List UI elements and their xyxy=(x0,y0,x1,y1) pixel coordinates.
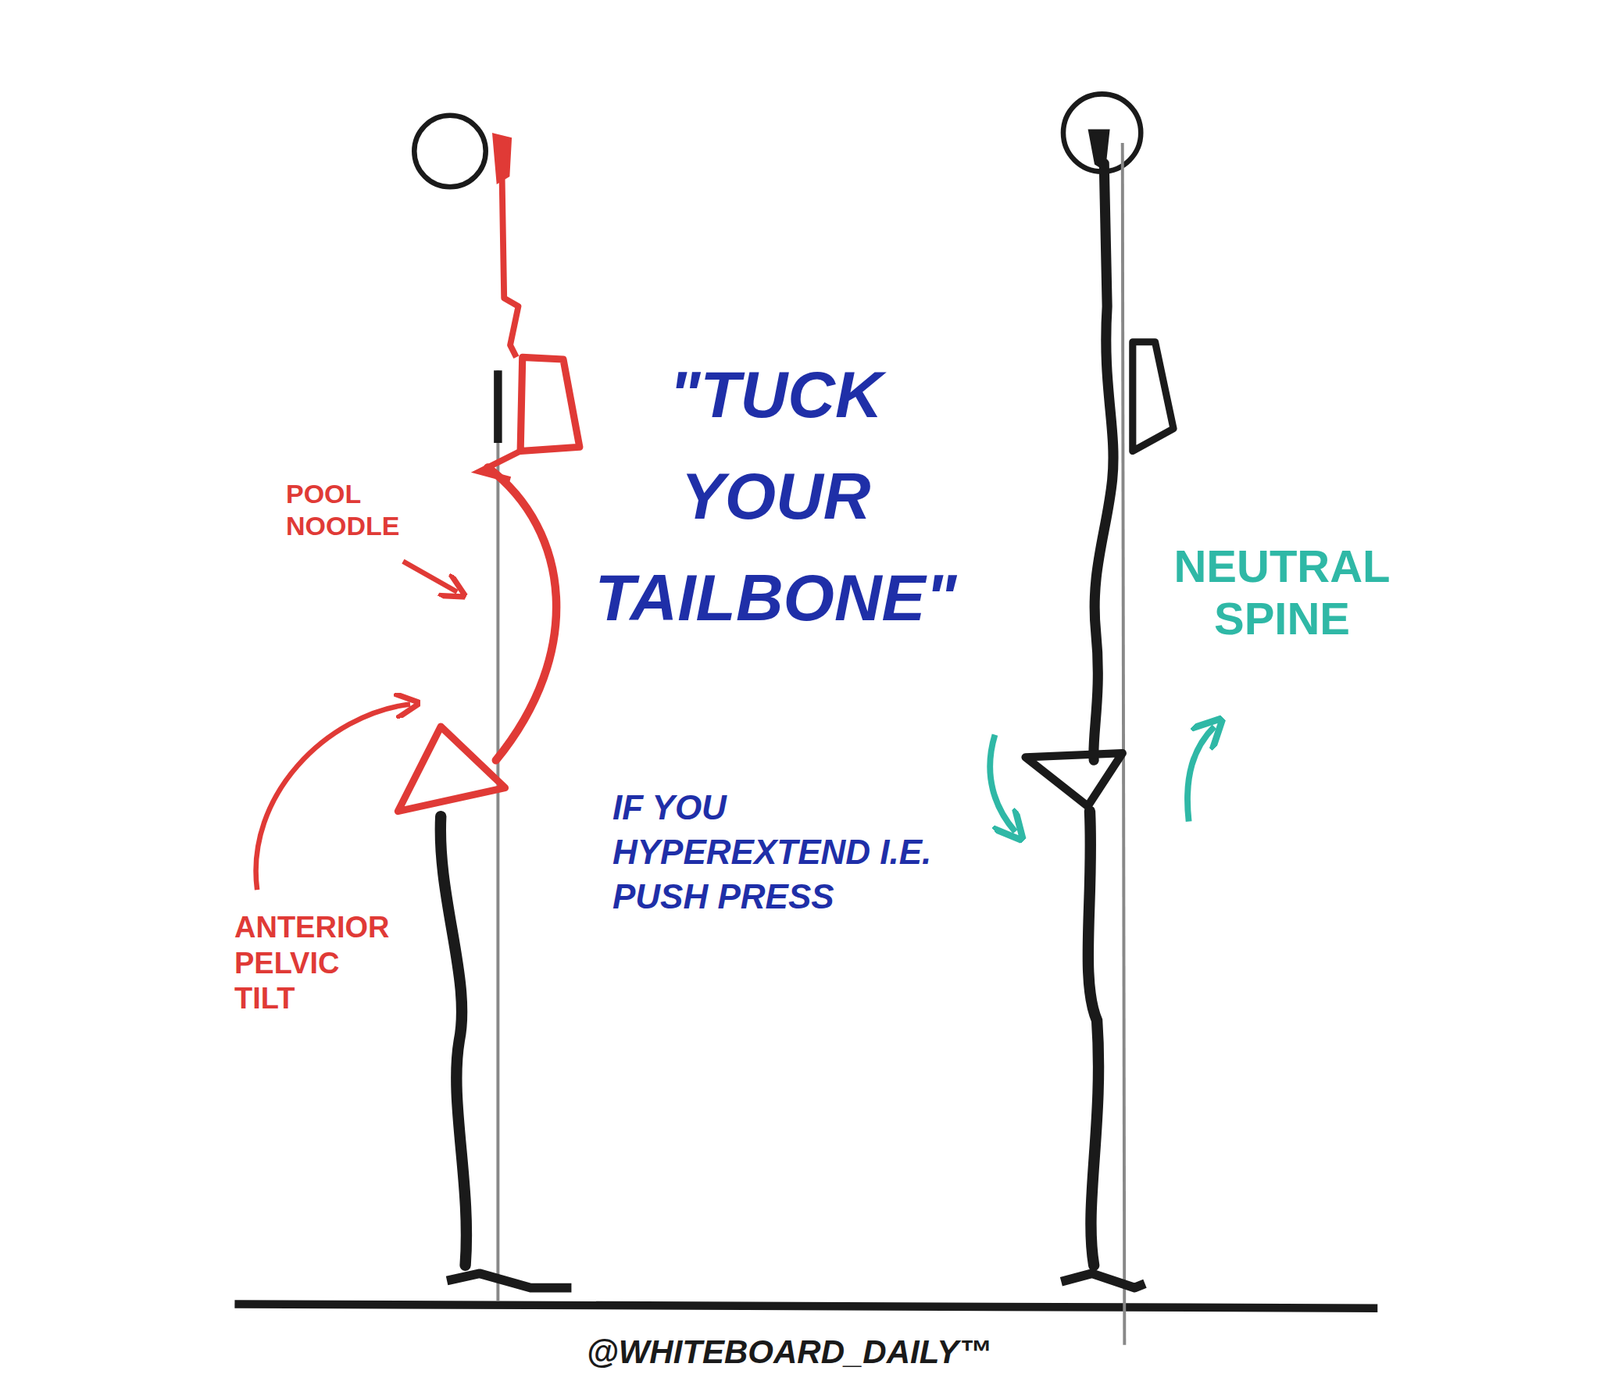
right-figure xyxy=(1025,93,1174,1345)
left-figure xyxy=(397,115,579,1302)
tuck-arrow xyxy=(989,735,1015,833)
title-text: "TUCK YOUR TAILBONE" xyxy=(580,343,972,650)
callout-label: NEUTRAL SPINE xyxy=(1153,540,1411,645)
ground-line xyxy=(234,1303,1378,1308)
callout-label: ANTERIOR PELVIC TILT xyxy=(234,910,407,1018)
note-text: IF YOU HYPEREXTEND I.E. PUSH PRESS xyxy=(612,785,941,920)
tilt-arrow xyxy=(256,703,411,890)
watermark: @WHITEBOARD_DAILY™ xyxy=(539,1334,1040,1371)
leader-arrow xyxy=(403,561,458,593)
callout-label: POOL NOODLE xyxy=(285,478,443,543)
tuck-arrow xyxy=(1187,726,1215,822)
